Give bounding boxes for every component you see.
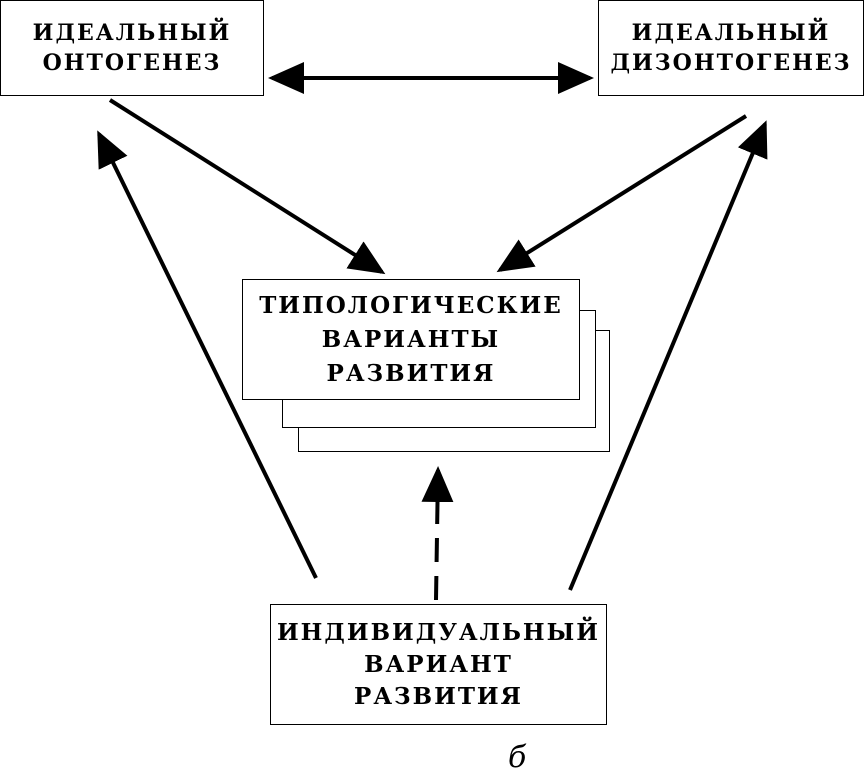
- node-ideal-ontogenesis: ИДЕАЛЬНЫЙ ОНТОГЕНЕЗ: [0, 0, 264, 96]
- node-typological-variants: ТИПОЛОГИЧЕСКИЕ ВАРИАНТЫ РАЗВИТИЯ: [242, 279, 580, 400]
- node-ideal-ontogenesis-line-1: ИДЕАЛЬНЫЙ: [32, 20, 232, 46]
- node-ideal-ontogenesis-line-2: ОНТОГЕНЕЗ: [42, 50, 222, 76]
- node-typological-variants-line-1: ТИПОЛОГИЧЕСКИЕ: [259, 291, 563, 319]
- node-typological-variants-line-3: РАЗВИТИЯ: [326, 359, 496, 387]
- node-ideal-dysontogenesis-line-1: ИДЕАЛЬНЫЙ: [631, 20, 831, 46]
- edge-individual-to-dysontogenesis: [568, 120, 768, 591]
- edge-ontogenesis-to-typological: [108, 98, 386, 275]
- node-individual-variant-line-3: РАЗВИТИЯ: [354, 682, 523, 710]
- node-individual-variant-line-2: ВАРИАНТ: [364, 650, 513, 678]
- edge-individual-to-typological-dashed: [421, 466, 454, 601]
- figure-label: б: [508, 740, 527, 775]
- edge-dysontogenesis-to-typological: [496, 114, 748, 273]
- node-ideal-dysontogenesis: ИДЕАЛЬНЫЙ ДИЗОНТОГЕНЕЗ: [598, 0, 864, 96]
- node-individual-variant-line-1: ИНДИВИДУАЛЬНЫЙ: [276, 618, 601, 646]
- node-individual-variant: ИНДИВИДУАЛЬНЫЙ ВАРИАНТ РАЗВИТИЯ: [270, 604, 607, 725]
- node-typological-variants-line-2: ВАРИАНТЫ: [321, 325, 501, 353]
- node-ideal-dysontogenesis-line-2: ДИЗОНТОГЕНЕЗ: [610, 50, 852, 76]
- edge-individual-to-ontogenesis: [97, 130, 318, 579]
